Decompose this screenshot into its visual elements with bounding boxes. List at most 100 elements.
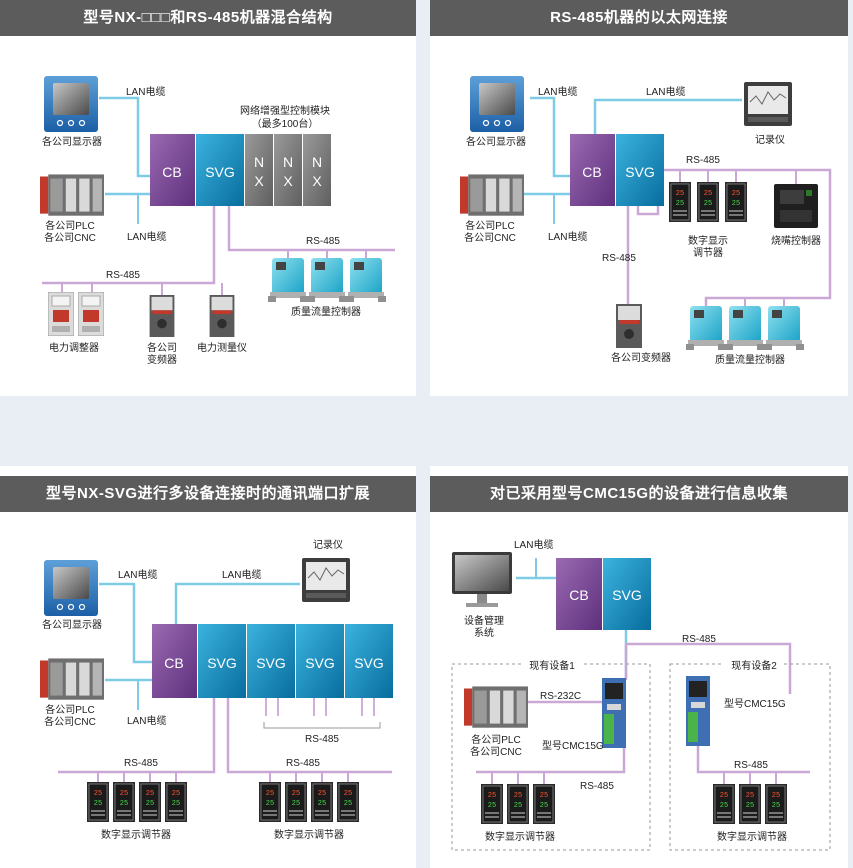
display-label: 各公司显示器 [42, 618, 102, 631]
equipment-2-label: 现有设备2 [731, 659, 777, 672]
inverter-label: 各公司变频器 [611, 351, 671, 364]
rs485-label: RS-485 [106, 270, 140, 281]
svg-module: SVG [196, 134, 244, 206]
cb-module: CB [150, 134, 195, 206]
svg-text:N: N [312, 154, 322, 170]
panel-svg-port-expansion: 型号NX-SVG进行多设备连接时的通讯端口扩展 CB SVG [0, 466, 416, 868]
digital-label: 数字显示调节器 [717, 830, 787, 843]
digital-controller [337, 782, 359, 822]
rs485-label: RS-485 [306, 236, 340, 247]
rs485-label: RS-485 [686, 155, 720, 166]
cb-label: CB [162, 164, 181, 180]
mgmt-label: 设备管理 [464, 614, 504, 627]
svg-text:SVG: SVG [305, 655, 335, 671]
digital-controller [113, 782, 135, 822]
power-meter-label: 电力测量仪 [197, 341, 247, 354]
cnc-label: 各公司CNC [470, 745, 522, 758]
digital-controller [165, 782, 187, 822]
plc-unit [464, 686, 528, 728]
digital-controller [739, 784, 761, 824]
display-monitor [44, 560, 98, 616]
digital-controller [481, 784, 503, 824]
lan-cable [174, 582, 300, 624]
lan-label: LAN电缆 [548, 230, 587, 243]
plc-unit [40, 174, 104, 216]
cnc-label: 各公司CNC [44, 231, 96, 244]
rs485-line [696, 738, 810, 774]
display-monitor [44, 76, 98, 132]
rs485-line [636, 168, 832, 310]
plc-label: 各公司PLC [465, 219, 514, 232]
plc-unit [460, 174, 524, 216]
digital-controller [311, 782, 333, 822]
inverter-label: 各公司 [147, 341, 177, 354]
display-monitor [470, 76, 524, 132]
rs485-label: RS-485 [124, 758, 158, 769]
mass-flow-controller [764, 306, 804, 350]
cb-module: CB [570, 134, 615, 206]
power-regulator [78, 292, 104, 336]
digital-label: 数字显示调节器 [274, 828, 344, 841]
mfc-label: 质量流量控制器 [291, 305, 361, 318]
digital-controller [713, 784, 735, 824]
svg-module: SVG [345, 624, 393, 698]
digital-label: 数字显示 [688, 234, 728, 247]
cb-label: CB [569, 587, 588, 603]
digital-label: 数字显示调节器 [485, 830, 555, 843]
mass-flow-controller [268, 258, 308, 302]
nx-module: N X [303, 134, 331, 206]
module-label: 网络增强型控制模块 [240, 104, 330, 117]
cmc15g-label: 型号CMC15G [724, 697, 786, 710]
digital-controller [285, 782, 307, 822]
burner-controller [774, 184, 818, 228]
svg-text:SVG: SVG [354, 655, 384, 671]
cmc15g-unit [686, 676, 710, 746]
plc-unit [40, 658, 104, 700]
svg-label: SVG [205, 164, 235, 180]
svg-module: SVG [247, 624, 295, 698]
rs485-line [42, 206, 216, 285]
diagram-2: CB SVG LAN电缆 LAN电缆 LAN电缆 各公司显示器 各公司PLC 各… [460, 76, 832, 366]
rs485-label: RS-485 [580, 781, 614, 792]
digital-label-2: 调节器 [693, 247, 723, 259]
rs485-line [227, 206, 395, 252]
cb-label: CB [582, 164, 601, 180]
lan-cable [99, 582, 152, 664]
digital-controller [87, 782, 109, 822]
diagram-1: CB SVG N X N X N X LAN电缆 LAN电缆 各公 [40, 76, 395, 366]
lan-label: LAN电缆 [126, 85, 165, 98]
mass-flow-controller [686, 306, 726, 350]
rs485-label: RS-485 [734, 760, 768, 771]
panel-title: 型号NX-SVG进行多设备连接时的通讯端口扩展 [0, 476, 416, 512]
port-bracket [263, 722, 381, 729]
cnc-label: 各公司CNC [464, 231, 516, 244]
svg-text:X: X [312, 173, 322, 189]
cb-module: CB [556, 558, 602, 630]
svg-text:X: X [283, 173, 293, 189]
rs485-line [226, 698, 392, 774]
inverter-label-2: 变频器 [147, 353, 177, 366]
pc-monitor [452, 552, 512, 607]
lan-cable [99, 96, 150, 178]
cmc15g-label: 型号CMC15G [542, 739, 604, 752]
rs485-label: RS-485 [682, 634, 716, 645]
nx-module: N X [245, 134, 273, 206]
digital-controller [725, 182, 747, 222]
display-label: 各公司显示器 [42, 135, 102, 148]
cb-label: CB [164, 655, 183, 671]
port-stubs [265, 698, 375, 716]
module-count-label: （最多100台） [252, 117, 319, 130]
mass-flow-controller [725, 306, 765, 350]
svg-text:N: N [283, 154, 293, 170]
digital-controller [697, 182, 719, 222]
nx-module: N X [274, 134, 302, 206]
diagram-4: CB SVG LAN电缆 设备管理 系统 RS-485 现有设备1 现有设备2 … [451, 538, 831, 851]
lan-label: LAN电缆 [118, 568, 157, 581]
panel-title: 型号NX-□□□和RS-485机器混合结构 [0, 0, 416, 36]
lan-cable [593, 98, 742, 134]
rs485-line [476, 748, 626, 774]
cmc15g-unit [602, 678, 626, 748]
recorder [744, 82, 792, 126]
panel-title: RS-485机器的以太网连接 [430, 0, 848, 36]
lan-label: LAN电缆 [646, 85, 685, 98]
